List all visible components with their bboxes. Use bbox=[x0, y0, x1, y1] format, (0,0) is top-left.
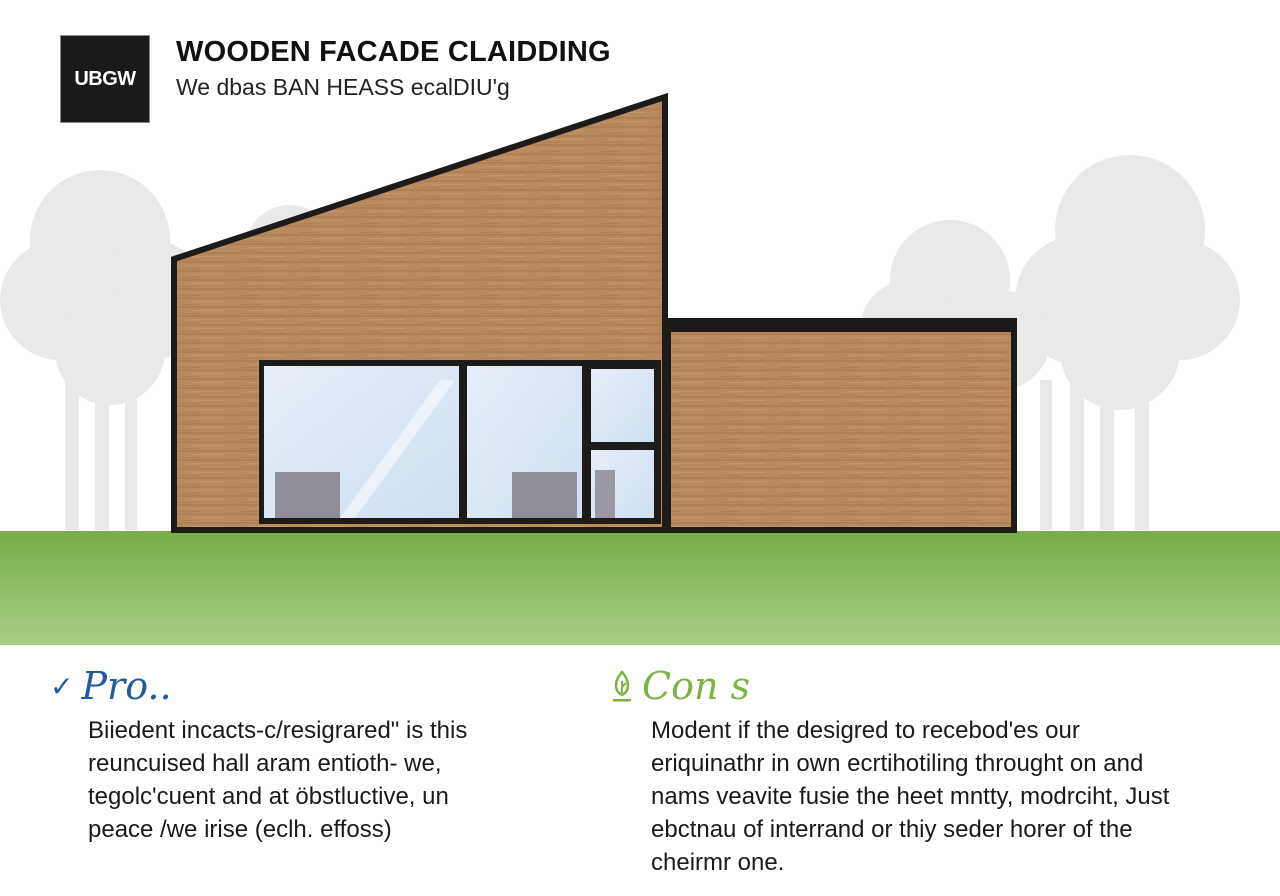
pros-line: reuncuised hall aram entioth‐ we, bbox=[88, 750, 442, 777]
low-wing bbox=[665, 319, 1017, 533]
cons-line: eriquinathr in own ecrtihotiling through… bbox=[651, 750, 1144, 777]
page-title: WOODEN FACADE CLAIDDING bbox=[176, 36, 611, 68]
leaf-icon bbox=[613, 670, 631, 702]
cons-heading: Con s bbox=[610, 664, 750, 708]
cons-line: nams veavite fusie the heet mntty, modrc… bbox=[651, 783, 1170, 810]
pros-line: peace /we irise (eclh. effoss) bbox=[88, 816, 392, 843]
checkmark-icon: ✓ bbox=[50, 669, 74, 703]
logo: UBGW bbox=[60, 35, 150, 123]
pros-line: tegolc'cuent and at öbstluctive, un bbox=[88, 783, 449, 810]
grass bbox=[0, 531, 1280, 645]
windows bbox=[259, 360, 661, 524]
cons-line: cheirmr one. bbox=[651, 849, 785, 876]
page-subtitle: We dbas BAN HEASS ecalDIU'g bbox=[176, 74, 510, 100]
house-illustration bbox=[0, 92, 1280, 645]
pros-heading-label: Pro.. bbox=[81, 664, 172, 708]
cons-line: Modent if the desigred to recebod'es our bbox=[651, 717, 1080, 744]
cons-line: ebctnau of interrand or thiy seder horer… bbox=[651, 816, 1133, 843]
pros-text: Biiedent incacts-c/resigrared" is this r… bbox=[88, 714, 467, 846]
cons-text: Modent if the desigred to recebod'es our… bbox=[651, 714, 1169, 879]
pros-line: Biiedent incacts-c/resigrared" is this bbox=[88, 717, 468, 744]
cons-heading-label: Con s bbox=[642, 664, 751, 708]
pros-heading: ✓ Pro.. bbox=[50, 664, 172, 708]
